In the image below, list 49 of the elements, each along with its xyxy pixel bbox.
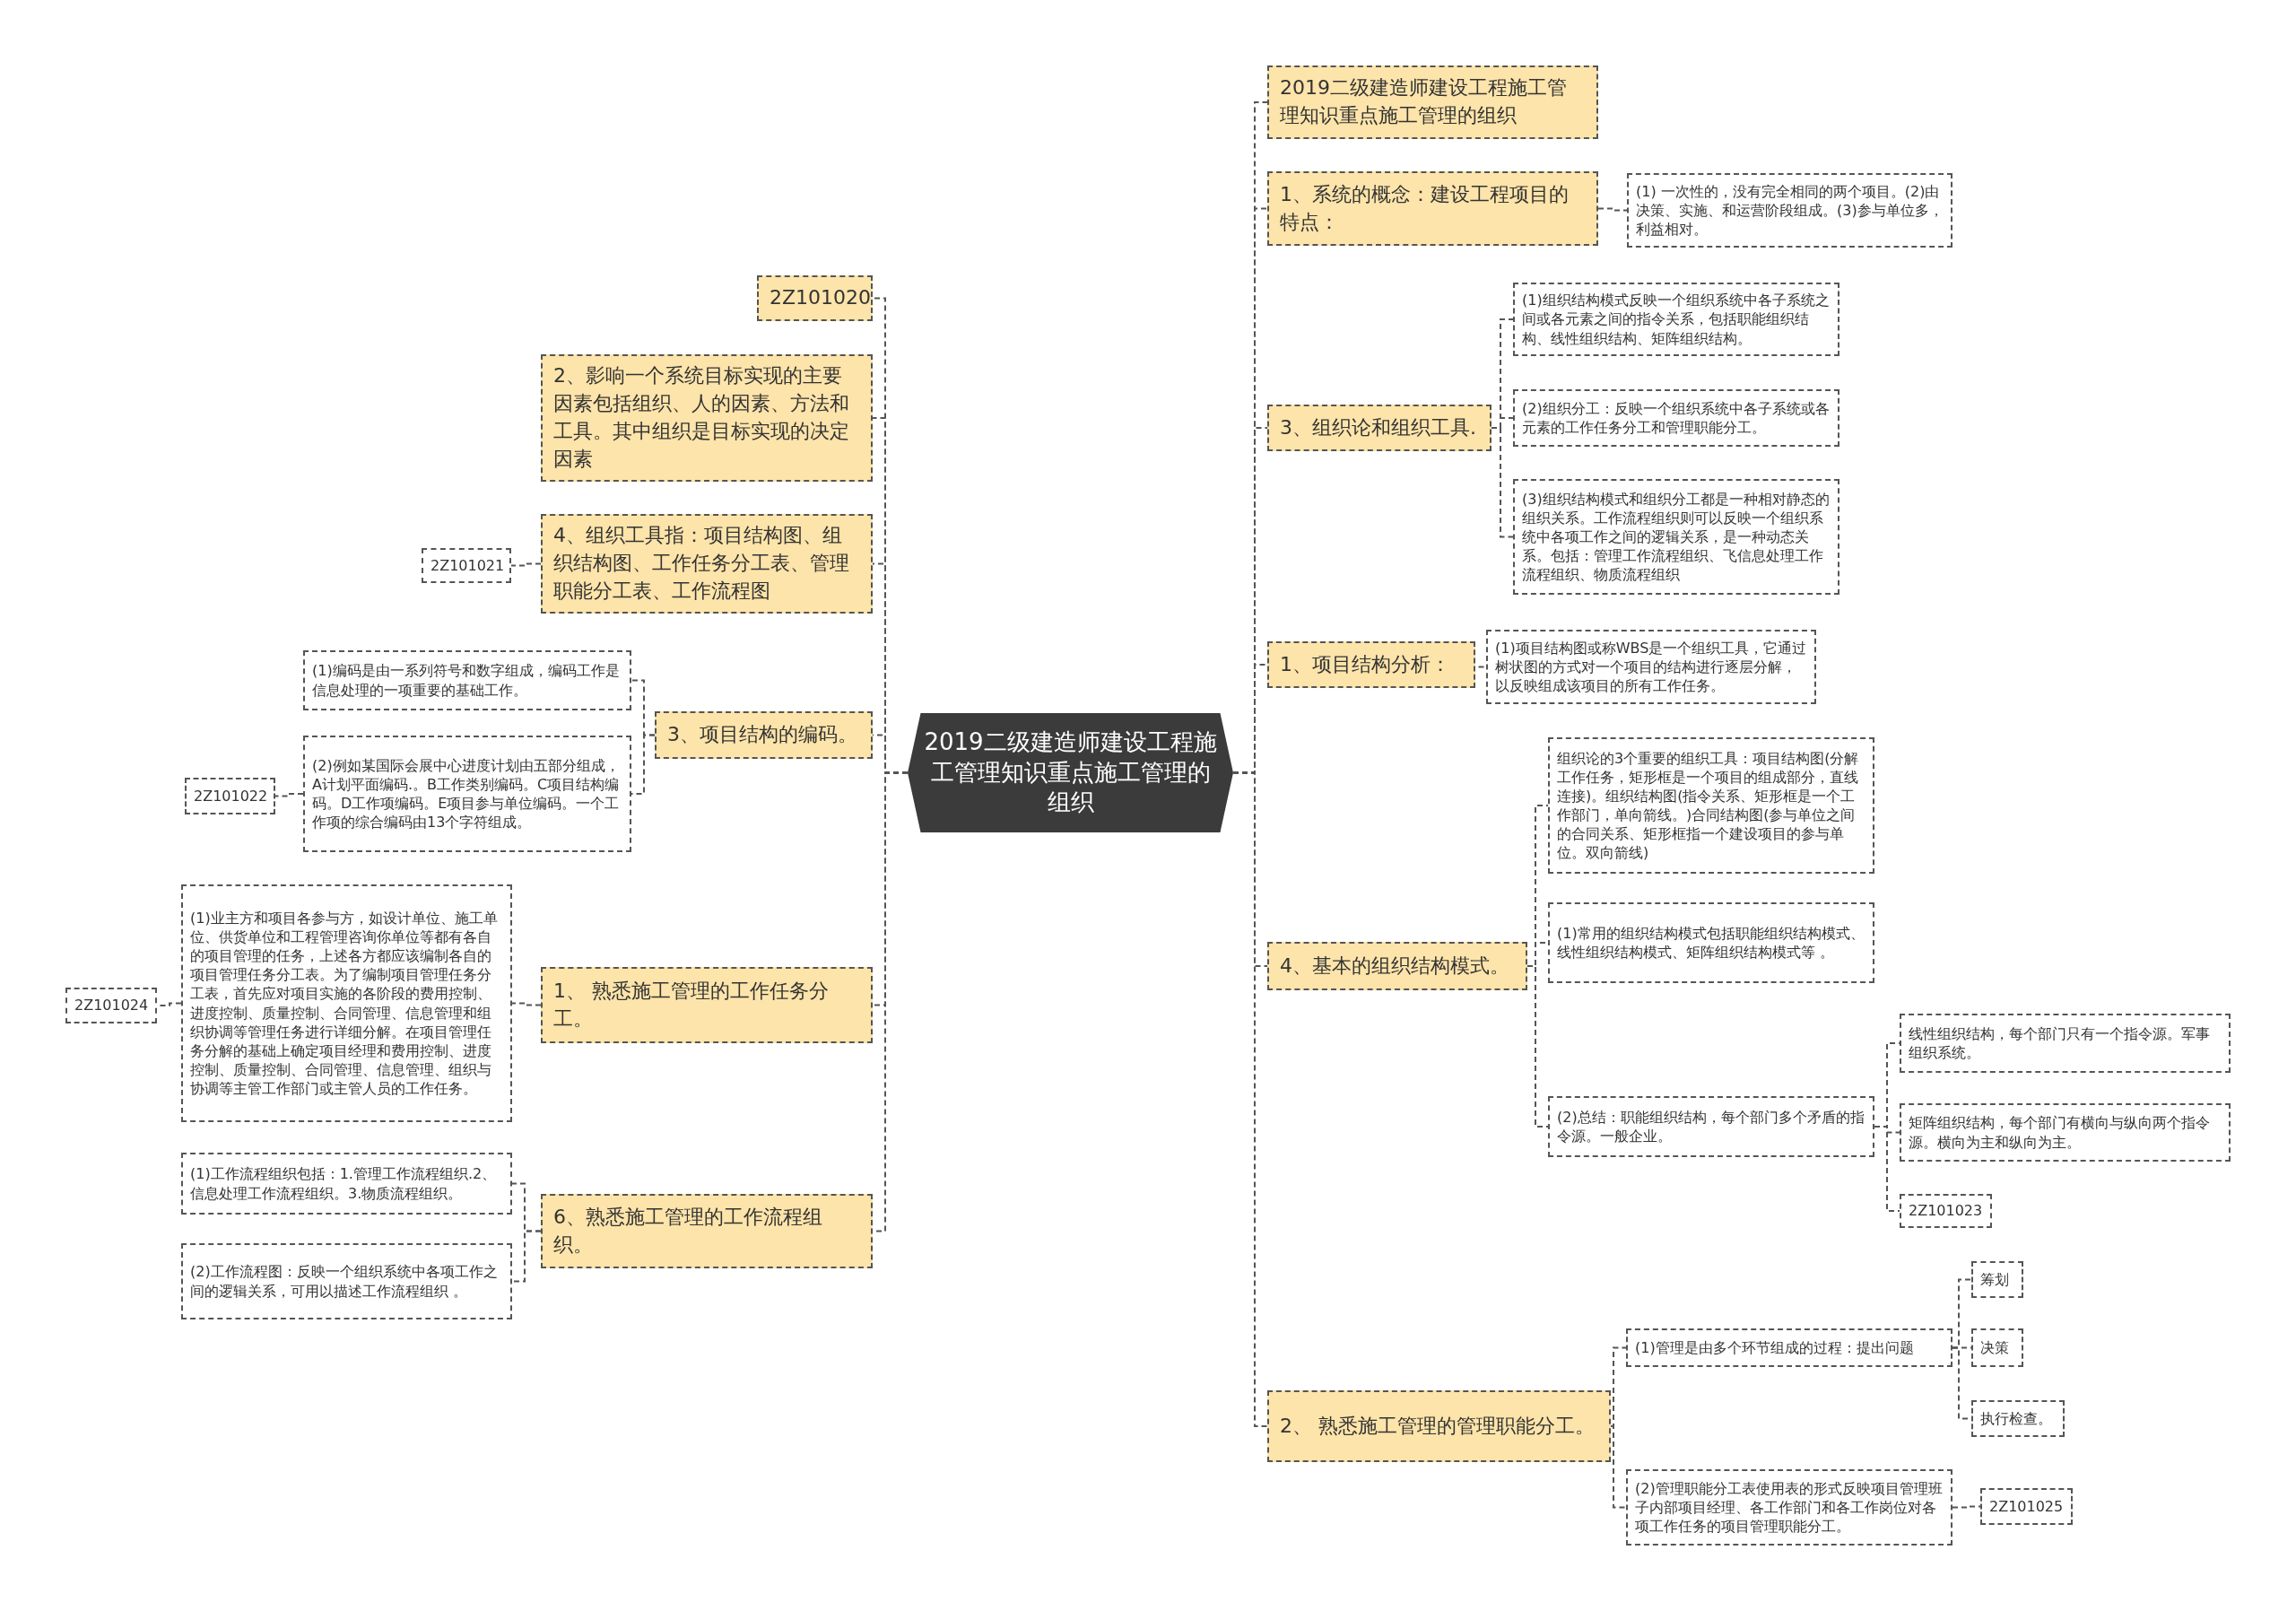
topic-box: 3、项目结构的编码。	[655, 711, 873, 759]
note-box: (2)管理职能分工表使用表的形式反映项目管理班子内部项目经理、各工作部门和各工作岗位对各项工作任务的项目管理职能分工。	[1626, 1469, 1952, 1546]
note-box: 决策	[1971, 1328, 2023, 1367]
connector-line	[274, 793, 304, 797]
note-box: (2)总结：职能组织结构，每个部门多个矛盾的指令源。一般企业。	[1548, 1096, 1874, 1157]
connector-line	[1597, 207, 1628, 212]
topic-box: 6、熟悉施工管理的工作流程组织。	[541, 1194, 873, 1268]
topic-box: 4、组织工具指：项目结构图、组织结构图、工作任务分工表、管理职能分工表、工作流程图	[541, 514, 873, 614]
note-box: 线性组织结构，每个部门只有一个指令源。军事组织系统。	[1900, 1014, 2231, 1073]
note-box: (2)例如某国际会展中心进度计划由五部分组成，A计划平面编码.。B工作类别编码。C项目结构编码。D工作项编码。E项目参与单位编码。一个工作项的综合编码由13个字符组成。	[303, 736, 631, 852]
topic-box: 2、 熟悉施工管理的管理职能分工。	[1267, 1390, 1611, 1462]
topic-box: 4、基本的组织结构模式。	[1267, 942, 1527, 990]
note-box: 2Z101021	[422, 548, 511, 583]
note-box: (1)项目结构图或称WBS是一个组织工具，它通过树状图的方式对一个项目的结构进行逐层分解，以反映组成该项目的所有工作任务。	[1486, 630, 1816, 704]
topic-box: 1、 熟悉施工管理的工作任务分工。	[541, 967, 873, 1043]
connector-line	[1491, 427, 1514, 538]
topic-box: 3、组织论和组织工具.	[1267, 405, 1492, 451]
connector-line	[510, 562, 542, 567]
connector-line	[1610, 1425, 1627, 1509]
note-box: (1)业主方和项目各参与方，如设计单位、施工单位、供货单位和工程管理咨询你单位等都有各自的项目管理的任务，上述各方都应该编制各自的项目管理任务分工表。为了编制项目管理任务分工表，首先应对项目实施的各阶段的费用控制、进度控制、质量控制、合同管理、信息管理和组织协调等管理任务进行详细分解。在项目管理任务分解的基础上确定项目经理和费用控制、进度控制、质量控制、合同管理、信息管理、组织与协调等主管工作部门或主管人员的工作任务。	[181, 884, 512, 1122]
note-box: (1)组织结构模式反映一个组织系统中各子系统之间或各元素之间的指令关系，包括职能组织结构、线性组织结构、矩阵组织结构。	[1513, 283, 1839, 356]
note-box: (3)组织结构模式和组织分工都是一种相对静态的组织关系。工作流程组织则可以反映一个组织系统中各项工作之间的逻辑关系，是一种动态关系。包括：管理工作流程组织、飞信息处理工作流程组织、物质流程组织	[1513, 479, 1839, 595]
note-box: (2)组织分工：反映一个组织系统中各子系统或各元素的工作任务分工和管理职能分工。	[1513, 389, 1839, 447]
connector-line	[511, 1230, 542, 1283]
note-box: 矩阵组织结构，每个部门有横向与纵向两个指令源。横向为主和纵向为主。	[1900, 1103, 2231, 1162]
note-box: (2)工作流程图：反映一个组织系统中各项工作之间的逻辑关系，可用以描述工作流程组织 。	[181, 1243, 512, 1319]
topic-box: 1、系统的概念：建设工程项目的特点：	[1267, 171, 1598, 246]
note-box: (1) 一次性的，没有完全相同的两个项目。(2)由决策、实施、和运营阶段组成。(3)参与单位多，利益相对。	[1627, 173, 1952, 248]
note-box: 2Z101023	[1900, 1194, 1992, 1228]
connector-line	[1526, 965, 1549, 1128]
connector-line	[1610, 1346, 1627, 1427]
connector-line	[511, 1002, 542, 1006]
note-box: 2Z101024	[65, 988, 157, 1023]
note-box: 2Z101022	[185, 778, 275, 814]
note-box: 执行检查。	[1971, 1400, 2065, 1437]
note-box: (1)编码是由一系列符号和数字组成，编码工作是信息处理的一项重要的基础工作。	[303, 650, 631, 710]
note-box: 筹划	[1971, 1261, 2023, 1298]
note-box: 2Z101025	[1980, 1488, 2073, 1525]
central-topic: 2019二级建造师建设工程施工管理知识重点施工管理的组织	[908, 713, 1233, 832]
note-box: (1)常用的组织结构模式包括职能组织结构模式、线性组织结构模式、矩阵组织结构模式等 。	[1548, 902, 1874, 983]
note-box: (1)管理是由多个环节组成的过程：提出问题	[1626, 1328, 1952, 1367]
note-box: (1)工作流程组织包括：1.管理工作流程组织.2、信息处理工作流程组织。3.物质流程组织。	[181, 1153, 512, 1215]
note-box: 组织论的3个重要的组织工具：项目结构图(分解工作任务，矩形框是一个项目的组成部分，直线连接)。组织结构图(指令关系、矩形框是一个工作部门，单向箭线。)合同结构图(参与单位之间的合同关系、矩形框指一个建设项目的参与单位。双向箭线)	[1548, 737, 1874, 874]
topic-box: 2019二级建造师建设工程施工管理知识重点施工管理的组织	[1267, 65, 1598, 139]
connector-line	[1874, 1126, 1900, 1212]
topic-box: 1、项目结构分析：	[1267, 641, 1475, 688]
connector-line	[1952, 1505, 1981, 1509]
topic-box: 2、影响一个系统目标实现的主要因素包括组织、人的因素、方法和工具。其中组织是目标实现的决定因素	[541, 354, 873, 482]
topic-box: 2Z101020	[757, 275, 873, 321]
